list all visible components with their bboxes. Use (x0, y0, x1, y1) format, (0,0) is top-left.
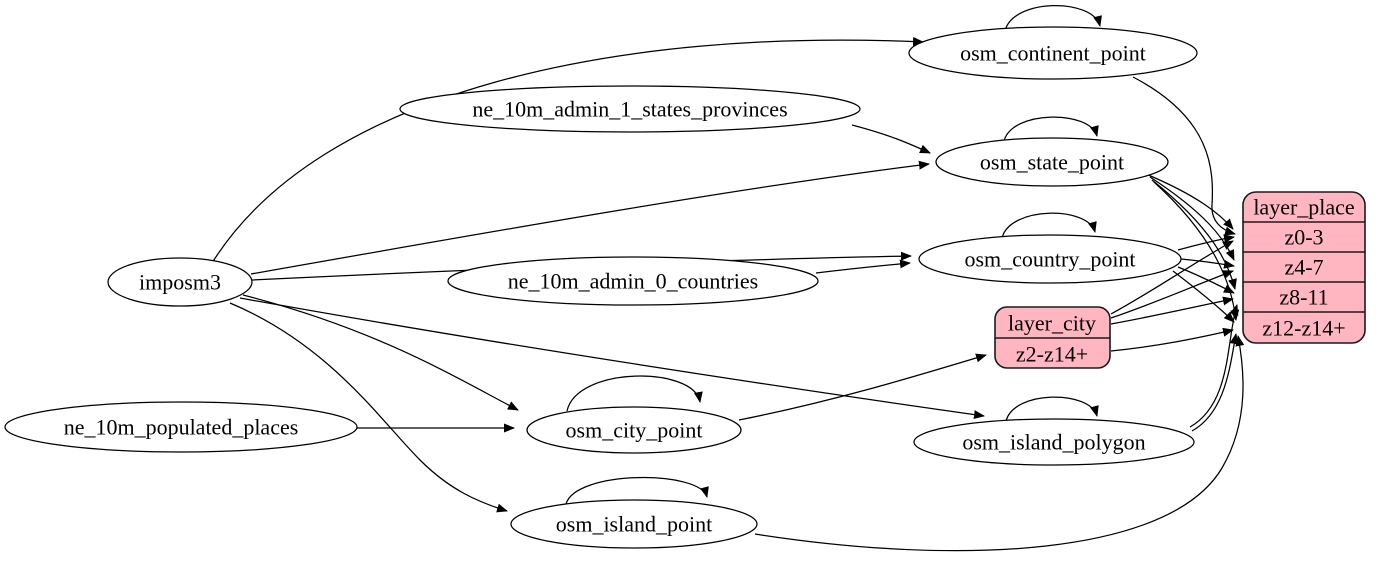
record-layer_city-row-z2-z14: z2-z14+ (1016, 342, 1088, 367)
edge-layer_city-to-layer_place-z12-z14 (1110, 327, 1234, 352)
edge-osm_state_point-to-layer_place-z8-11 (1151, 179, 1237, 290)
node-imposm3-shape (107, 257, 253, 307)
record-layer_place-row-z12-z14: z12-z14+ (1262, 316, 1345, 341)
node-osm_country_point-label: osm_country_point (964, 247, 1135, 272)
node-osm_city_point-shape (526, 406, 742, 454)
node-ne_10m_populated_places-shape (4, 401, 358, 453)
self-loop-osm_country_point (1001, 212, 1097, 239)
edge-imposm3-to-osm_continent_point (211, 37, 924, 264)
self-loop-osm_island_point (565, 477, 709, 505)
node-osm_country_point: osm_country_point (918, 234, 1182, 284)
node-osm_state_point: osm_state_point (935, 137, 1169, 187)
nodes-group: imposm3 ne_10m_admin_1_states_provinces … (4, 26, 1198, 549)
node-ne_10m_admin_0_countries-shape (447, 256, 819, 306)
node-osm_island_polygon: osm_island_polygon (913, 418, 1195, 466)
edge-layer_city-to-layer_place-z4-7 (1110, 270, 1234, 319)
node-osm_continent_point-label: osm_continent_point (960, 41, 1146, 66)
record-layer_place-title: layer_place (1253, 195, 1354, 220)
record-layer_place-row-z8-11: z8-11 (1279, 285, 1328, 310)
edge-osm_country_point-to-layer_place-z0-3 (1177, 234, 1235, 251)
node-ne_10m_populated_places: ne_10m_populated_places (4, 401, 358, 453)
record-layer_place: layer_place z0-3 z4-7 z8-11 z12-z14+ (1242, 191, 1366, 344)
node-osm_island_polygon-shape (913, 418, 1195, 466)
node-osm_country_point-shape (918, 234, 1182, 284)
node-ne_10m_admin_1_states_provinces: ne_10m_admin_1_states_provinces (399, 85, 861, 133)
self-loop-osm_city_point (566, 375, 703, 412)
edges-group (211, 5, 1245, 552)
edge-imposm3-to-osm_state_point (250, 160, 930, 275)
edge-osm_island_polygon-to-layer_place-z12-z14 (1191, 333, 1239, 432)
node-ne_10m_admin_1_states_provinces-label: ne_10m_admin_1_states_provinces (472, 97, 787, 122)
node-osm_island_point: osm_island_point (510, 499, 758, 549)
node-ne_10m_admin_0_countries: ne_10m_admin_0_countries (447, 256, 819, 306)
node-ne_10m_admin_1_states_provinces-shape (399, 85, 861, 133)
edge-ne_10m_admin_1_states_provinces-to-osm_state_point (851, 124, 931, 154)
node-osm_island_polygon-label: osm_island_polygon (962, 430, 1145, 455)
edge-osm_island_point-to-layer_place-z12-z14 (754, 335, 1245, 552)
node-ne_10m_populated_places-label: ne_10m_populated_places (64, 415, 299, 440)
node-imposm3-label: imposm3 (139, 270, 221, 295)
edge-layer_city-to-layer_place-z8-11 (1110, 296, 1234, 325)
node-osm_island_point-shape (510, 499, 758, 549)
edge-imposm3-to-osm_city_point (242, 294, 519, 411)
record-layer_place-row-z0-3: z0-3 (1284, 225, 1323, 250)
self-loop-osm_island_polygon (1005, 396, 1099, 422)
edge-ne_10m_admin_0_countries-to-osm_country_point (815, 259, 911, 274)
edge-osm_state_point-to-layer_place-z0-3 (1145, 173, 1234, 230)
node-osm_city_point-label: osm_city_point (566, 418, 703, 443)
node-osm_state_point-shape (935, 137, 1169, 187)
node-osm_state_point-label: osm_state_point (980, 150, 1124, 175)
self-loop-osm_state_point (1003, 116, 1099, 142)
edge-osm_country_point-to-layer_place-z12-z14 (1172, 270, 1235, 323)
node-osm_city_point: osm_city_point (526, 406, 742, 454)
edge-imposm3-to-osm_island_polygon (239, 297, 985, 420)
edge-osm_state_point-to-layer_place-z4-7 (1149, 176, 1235, 261)
record-layer_place-box (1242, 191, 1366, 344)
edge-osm_continent_point-to-layer_place-z0-3 (1132, 76, 1236, 236)
node-osm_continent_point-shape (908, 26, 1198, 80)
node-imposm3: imposm3 (107, 257, 253, 307)
record-layer_city: layer_city z2-z14+ (994, 306, 1111, 369)
edge-layer_city-to-layer_place-z0-3 (1110, 240, 1234, 315)
node-ne_10m_admin_0_countries-label: ne_10m_admin_0_countries (508, 269, 759, 294)
edge-osm_country_point-to-layer_place-z4-7 (1180, 258, 1235, 269)
edge-imposm3-to-osm_island_point (229, 302, 508, 513)
record-layer_place-row-z4-7: z4-7 (1284, 255, 1323, 280)
record-layer_city-title: layer_city (1008, 311, 1096, 336)
node-osm_island_point-label: osm_island_point (556, 512, 712, 537)
edge-osm_island_polygon-to-layer_place-z8-11 (1189, 304, 1239, 428)
node-osm_continent_point: osm_continent_point (908, 26, 1198, 80)
edge-osm_city_point-to-layer_city-z2-z14 (738, 353, 987, 421)
self-loop-osm_continent_point (1004, 5, 1102, 32)
